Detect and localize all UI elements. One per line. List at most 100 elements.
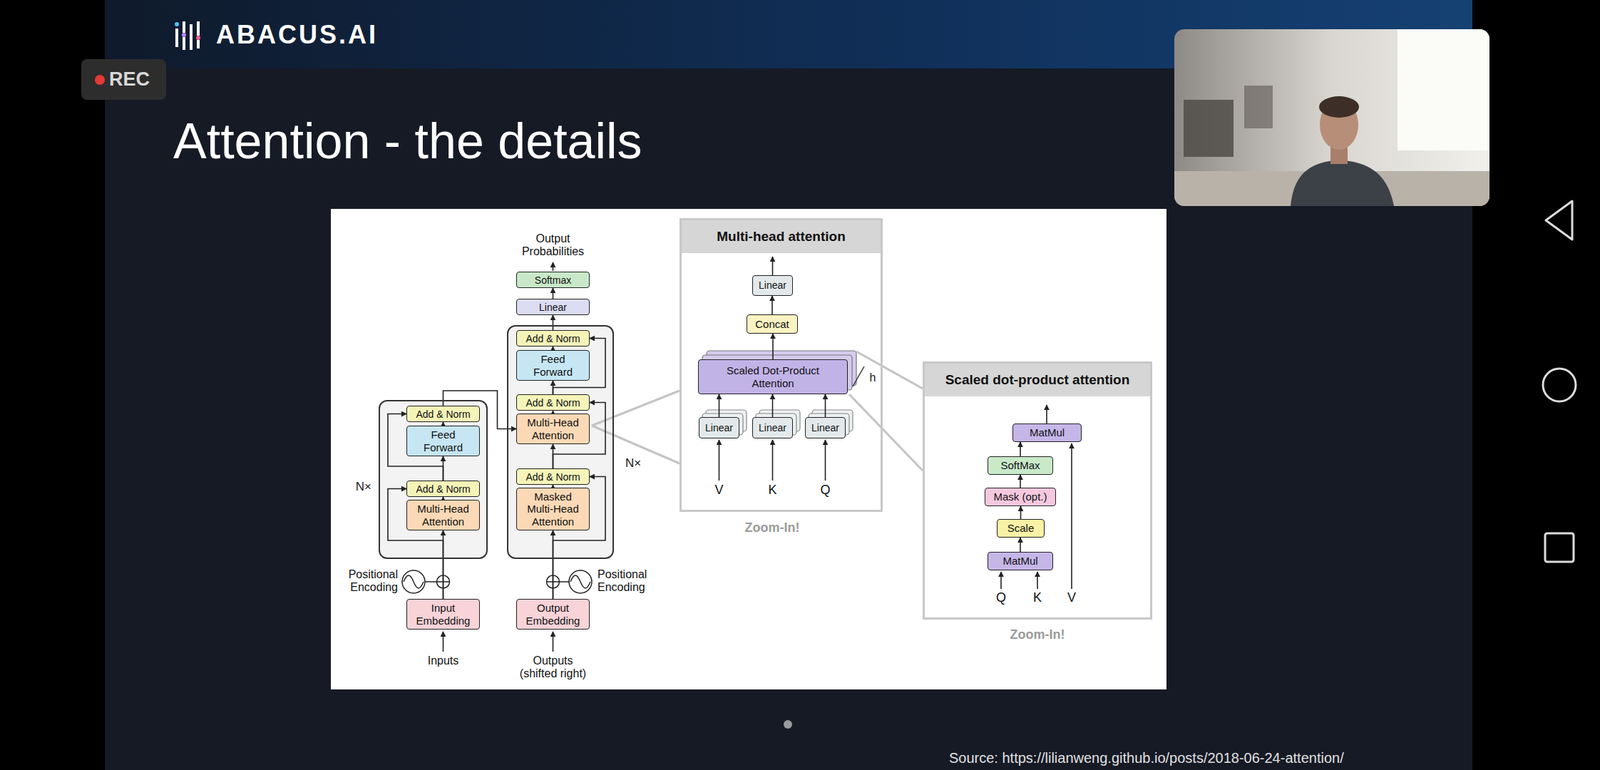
attention-box: Masked Multi-Head Attention	[516, 487, 590, 531]
webcam-video	[1174, 29, 1490, 207]
source-caption: Source: https://lilianweng.github.io/pos…	[949, 750, 1345, 767]
encoding-label: Positional Encoding	[335, 568, 398, 595]
output-arrow	[1045, 404, 1048, 424]
logo-bar	[182, 37, 186, 50]
linear-box: Linear	[804, 417, 846, 439]
box-label: Scale	[997, 521, 1044, 535]
zoom-panel: Scaled dot-product attentionMatMul SoftMa…	[922, 361, 1153, 620]
slide-ground	[104, 0, 1473, 770]
sine-wave	[570, 575, 591, 589]
box-label: SoftMax	[988, 459, 1053, 472]
input-label: Inputs	[414, 654, 473, 668]
box-label: Add & Norm	[516, 471, 589, 483]
connector	[1019, 537, 1022, 552]
concat-box: Concat	[746, 314, 798, 334]
zoom-line	[856, 351, 923, 389]
zoom-caption: Zoom-In!	[729, 520, 815, 536]
figure-panel	[330, 208, 1167, 690]
connector	[772, 333, 774, 360]
linear-box: Linear	[516, 298, 590, 316]
room-wall	[1174, 29, 1490, 207]
scale-box: Scale	[996, 519, 1045, 538]
box-label: Feed Forward	[407, 428, 480, 454]
zoom-caption: Zoom-In!	[994, 627, 1081, 643]
person-body	[1290, 159, 1394, 207]
box-label: Add & Norm	[516, 332, 589, 345]
input-arrow	[772, 439, 774, 481]
connector	[552, 288, 555, 299]
input-letter: Q	[814, 482, 837, 498]
stack-fill	[506, 325, 614, 560]
input-letter: K	[1026, 590, 1049, 606]
box-label: Mask (opt.)	[985, 490, 1056, 503]
head-count: h	[865, 371, 880, 385]
box-label: Masked Multi-Head Attention	[516, 490, 589, 528]
person-hair	[1319, 96, 1360, 118]
room-object	[1244, 85, 1273, 129]
output-arrow	[772, 256, 774, 276]
stack-fill	[378, 400, 488, 560]
slide-title: Attention - the details	[173, 116, 643, 167]
zoom-line	[849, 394, 923, 471]
connector	[552, 315, 555, 331]
page-dot	[783, 720, 793, 729]
embedding-box: Output Embedding	[516, 598, 590, 630]
connector	[1019, 442, 1022, 457]
input-arrow	[1000, 571, 1002, 589]
logo-dot	[196, 35, 201, 40]
wave-circle	[402, 570, 425, 594]
panel-heading: Scaled dot-product attention	[924, 363, 1151, 397]
logo-bar	[196, 21, 200, 36]
zoom-lines	[591, 351, 923, 471]
panel-heading: Multi-head attention	[681, 220, 881, 254]
logo-bar	[175, 28, 179, 48]
softmax-box: Softmax	[516, 271, 590, 289]
output-arrow	[552, 262, 555, 271]
output-label: Output Probabilities	[510, 232, 597, 259]
window-light	[1397, 29, 1490, 151]
box-label: Feed Forward	[516, 352, 589, 378]
connector	[772, 394, 774, 418]
logo-dot	[174, 22, 179, 27]
box-label: Linear	[699, 422, 739, 434]
matmul-box: MatMul	[987, 551, 1054, 571]
mask-box: Mask (opt.)	[984, 487, 1056, 507]
input-arrow	[1070, 443, 1073, 589]
softmax-box: SoftMax	[987, 456, 1054, 475]
input-arrow	[1036, 571, 1039, 589]
linear-box: Linear	[698, 417, 740, 439]
recents-button	[1545, 533, 1574, 562]
add-norm-box: Add & Norm	[516, 468, 590, 485]
box-label: Add & Norm	[407, 483, 480, 495]
attention-box: Multi-Head Attention	[406, 499, 480, 531]
layer-stack: N×Add & NormFeed ForwardAdd & NormMulti-…	[506, 325, 614, 560]
add-norm-box: Add & Norm	[516, 394, 590, 411]
box-label: Input Embedding	[407, 601, 480, 627]
input-letter: K	[762, 482, 784, 498]
home-button	[1542, 368, 1576, 402]
box-label: MatMul	[988, 554, 1053, 567]
repeat-label: N×	[625, 456, 654, 471]
nav-buttons	[1542, 201, 1576, 562]
add-norm-box: Add & Norm	[406, 480, 480, 497]
box-label: Multi-Head Attention	[516, 416, 589, 442]
logo-text: ABACUS.AI	[216, 19, 430, 50]
connector	[718, 394, 721, 418]
input-letter: V	[708, 482, 731, 498]
room-object	[1183, 99, 1234, 157]
layer-stack: N×Add & NormFeed ForwardAdd & NormMulti-…	[378, 400, 488, 560]
logo-bar	[196, 39, 200, 49]
back-button	[1545, 201, 1573, 240]
box-label: Multi-Head Attention	[407, 502, 480, 528]
linear-box: Linear	[752, 275, 793, 296]
box-label: Add & Norm	[516, 397, 589, 409]
add-norm-box: Add & Norm	[516, 330, 590, 347]
feed-forward-box: Feed Forward	[516, 350, 590, 381]
symbol-wire	[559, 581, 570, 583]
box-label: Linear	[805, 422, 845, 434]
input-arrow	[552, 631, 555, 652]
connector	[771, 295, 773, 315]
connector	[1020, 506, 1022, 520]
input-letter: V	[1060, 590, 1083, 606]
